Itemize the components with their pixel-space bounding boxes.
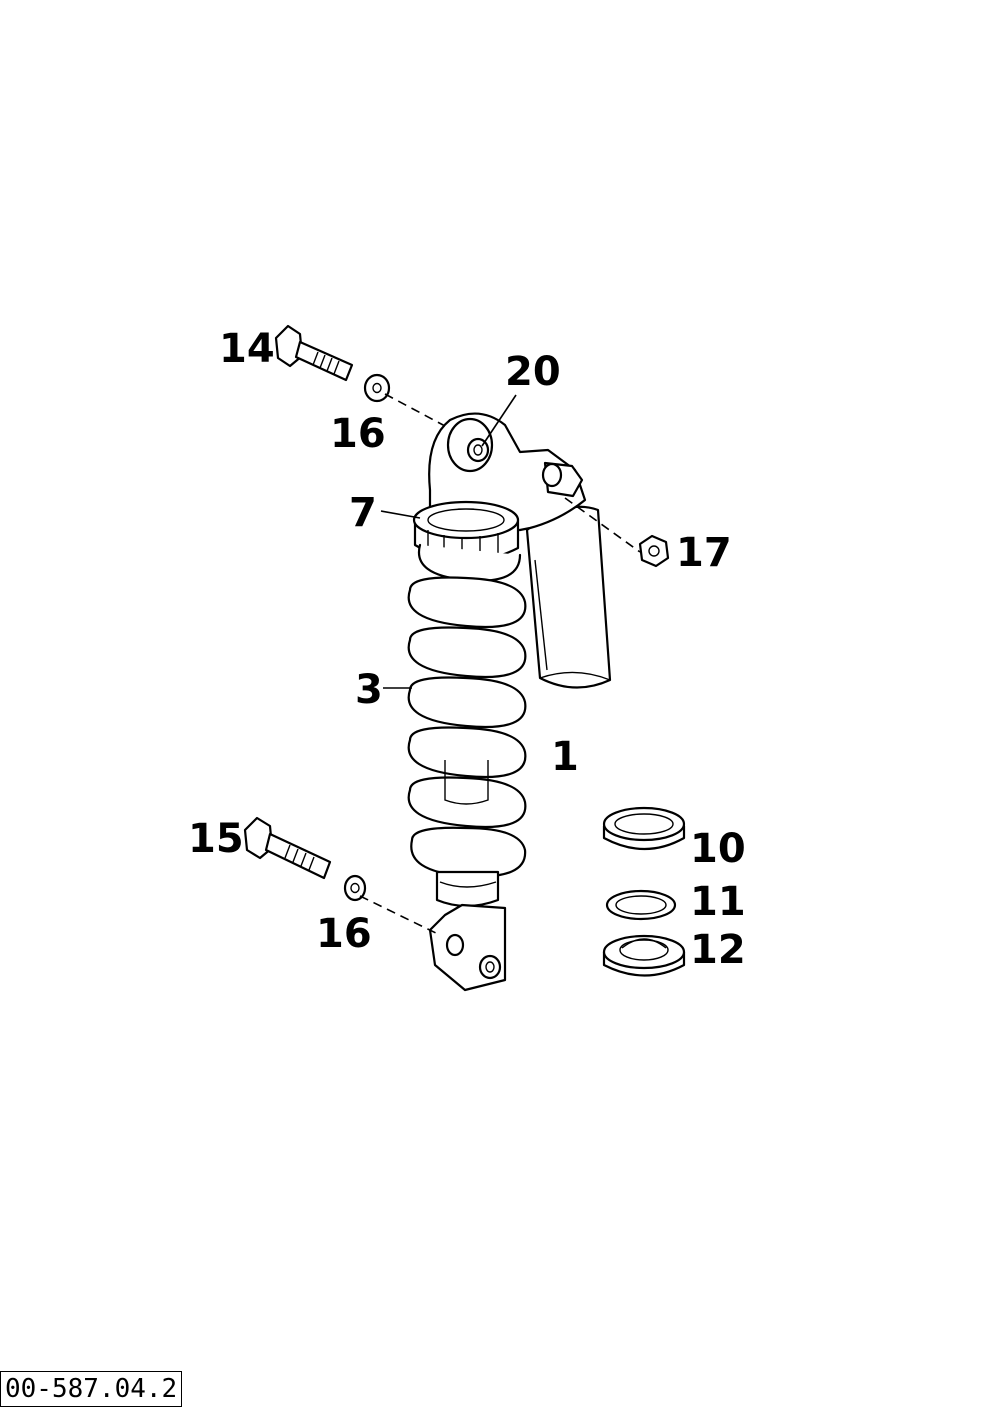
callout-16-bottom: 16 <box>316 911 372 957</box>
assembly-line-top <box>384 393 446 427</box>
callout-20: 20 <box>505 349 561 395</box>
drawing-number: 00-587.04.2 <box>0 1371 183 1407</box>
callout-10: 10 <box>690 826 746 872</box>
lower-clevis <box>428 870 507 992</box>
seal-12 <box>602 934 686 977</box>
leader-20 <box>481 394 517 447</box>
washer-16-top <box>363 373 391 403</box>
callout-3: 3 <box>355 667 383 713</box>
callout-1: 1 <box>551 734 579 780</box>
callout-12: 12 <box>690 927 746 973</box>
nut-17 <box>638 534 670 568</box>
washer-16-bottom <box>343 874 367 902</box>
callout-11: 11 <box>690 879 746 925</box>
callout-17: 17 <box>676 530 732 576</box>
assembly-line-bottom <box>359 895 441 936</box>
bolt-14 <box>274 324 354 382</box>
assembly-line-reservoir <box>564 497 641 553</box>
coil-spring <box>407 543 527 878</box>
seal-10 <box>602 806 686 851</box>
bolt-15 <box>243 816 332 880</box>
ring-11 <box>605 889 677 921</box>
callout-7: 7 <box>349 490 377 536</box>
callout-16-top: 16 <box>330 411 386 457</box>
reservoir-canister <box>525 505 612 689</box>
callout-15: 15 <box>188 816 244 862</box>
callout-14: 14 <box>219 326 275 372</box>
leader-7 <box>380 510 421 519</box>
